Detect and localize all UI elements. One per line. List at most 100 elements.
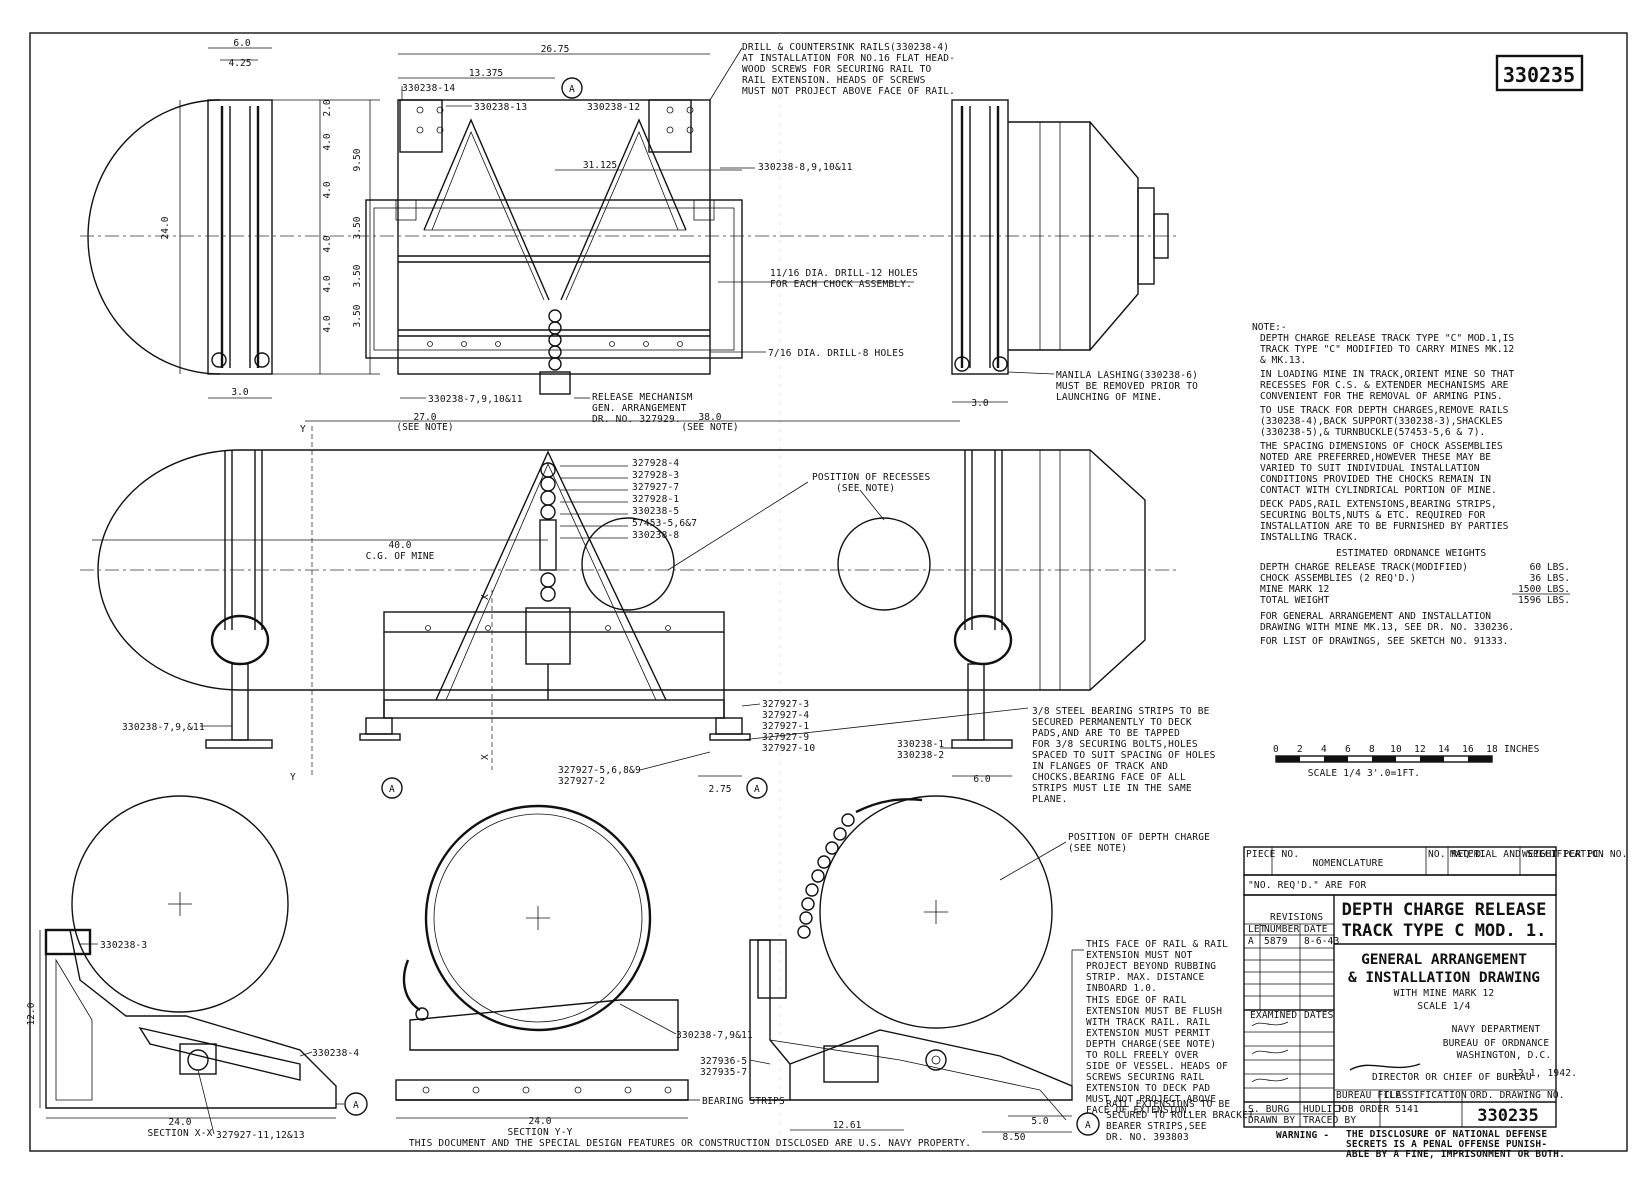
drill-note-line-1: DRILL & COUNTERSINK RAILS(330238-4): [742, 42, 949, 53]
edge-note-2: EXTENSION MUST BE FLUSH: [1086, 1006, 1222, 1017]
dim-h-40c: 4.0: [322, 235, 333, 252]
note-4-line-3: VARIED TO SUIT INDIVIDUAL INSTALLATION: [1260, 463, 1480, 474]
dim-width-31125: 31.125: [583, 160, 617, 171]
part-330238-8: 330238-8: [632, 530, 679, 541]
dim-6-side: 6.0: [973, 774, 990, 785]
note-2-line-1: IN LOADING MINE IN TRACK,ORIENT MINE SO …: [1260, 369, 1514, 380]
drawn-by-label: DRAWN BY: [1248, 1115, 1295, 1126]
dim-width-6: 6.0: [233, 38, 250, 49]
no-reqd-for: "NO. REQ'D." ARE FOR: [1248, 880, 1366, 891]
rail-extension-note: . RAIL EXTENSIONS TO BE SECURED TO ROLLE…: [1106, 1099, 1254, 1143]
chain-part-labels: 327928-4 327928-3 327927-7 327928-1 3302…: [560, 458, 697, 541]
weight-item-1: DEPTH CHARGE RELEASE TRACK(MODIFIED): [1260, 562, 1468, 573]
drawing-number: 330235: [1503, 63, 1575, 87]
edge-note-1: THIS EDGE OF RAIL: [1086, 995, 1187, 1006]
scale-unit: INCHES: [1504, 744, 1540, 755]
property-footer: THIS DOCUMENT AND THE SPECIAL DESIGN FEA…: [409, 1138, 971, 1149]
part-327928-3: 327928-3: [632, 470, 679, 481]
hdr-nomenclature: NOMENCLATURE: [1312, 858, 1383, 869]
rev-number: 5879: [1264, 936, 1288, 947]
section-y-top: Y: [300, 424, 306, 435]
part-327928-4: 327928-4: [632, 458, 679, 469]
revisions-label: REVISIONS: [1270, 912, 1323, 923]
scale-tick-12: 12: [1414, 744, 1426, 755]
rail-edge-note: THIS EDGE OF RAIL EXTENSION MUST BE FLUS…: [1086, 995, 1228, 1116]
right-chock-top: [951, 99, 1169, 375]
section-y-bottom: Y: [290, 772, 296, 783]
end-dim-850: 8.50: [1003, 1132, 1026, 1143]
callout-a-section-x-letter: A: [353, 1100, 359, 1111]
note-3-line-3: (330238-5),& TURNBUCKLE(57453-5,6 & 7).: [1260, 427, 1485, 438]
mine-nose-top: [87, 99, 221, 375]
strip-note-2: SECURED PERMANENTLY TO DECK: [1032, 717, 1192, 728]
end-part-327936-5: 327936-5: [700, 1056, 747, 1067]
scale-tick-4: 4: [1321, 744, 1327, 755]
sheet-border: [29, 32, 1628, 1152]
callout-a-side-1-letter: A: [389, 784, 395, 795]
recesses-note-line-1: POSITION OF RECESSES: [812, 472, 930, 483]
bearing-strips-label: BEARING STRIPS: [702, 1096, 785, 1107]
weights-title: ESTIMATED ORDNANCE WEIGHTS: [1336, 548, 1486, 559]
dim-h-350b: 3.50: [352, 264, 363, 287]
depth-charge-position-1: POSITION OF DEPTH CHARGE: [1068, 832, 1210, 843]
dates-label: DATES: [1304, 1010, 1334, 1021]
scale-tick-10: 10: [1390, 744, 1402, 755]
face-note-4: STRIP. MAX. DISTANCE: [1086, 972, 1204, 983]
dim-h-20: 2.0: [322, 99, 333, 116]
callout-a-side-1: [381, 777, 403, 799]
scale-bar: 0 2 4 6 8 10 12 14 16 18 INCHES SCALE 1/…: [1273, 744, 1540, 779]
hdr-no-reqd: NO. REQ'D.: [1428, 849, 1487, 860]
note-3-line-1: TO USE TRACK FOR DEPTH CHARGES,REMOVE RA…: [1260, 405, 1509, 416]
part-327927-9: 327927-9: [762, 732, 809, 743]
part-330238-7-9-11-side: 330238-7,9,&11: [122, 722, 205, 733]
manila-note-line-2: MUST BE REMOVED PRIOR TO: [1056, 381, 1198, 392]
traced-by-label: TRACED BY: [1303, 1115, 1356, 1126]
note-5-line-4: INSTALLING TRACK.: [1260, 532, 1358, 543]
warning-line-2: SECRETS IS A PENAL OFFENSE PUNISH-: [1346, 1139, 1547, 1150]
part-327927-10: 327927-10: [762, 743, 815, 754]
callout-a-side-2-letter: A: [754, 784, 760, 795]
strip-note-5: SPACED TO SUIT SPACING OF HOLES: [1032, 750, 1216, 761]
dim-width-13375: 13.375: [469, 68, 503, 79]
part-330238-5: 330238-5: [632, 506, 679, 517]
dim-h-40e: 4.0: [322, 315, 333, 332]
note-4-line-5: CONTACT WITH CYLINDRICAL PORTION OF MINE…: [1260, 485, 1497, 496]
manila-note-line-1: MANILA LASHING(330238-6): [1056, 370, 1198, 381]
ord-drawing-no: ORD. DRAWING NO.: [1470, 1090, 1565, 1101]
note-6-line-2: DRAWING WITH MINE MK.13, SEE DR. NO. 330…: [1260, 622, 1514, 633]
title-scale: SCALE 1/4: [1417, 1001, 1470, 1012]
hdr-weight: WEIGHT PER PC.: [1522, 849, 1605, 860]
part-327927-3: 327927-3: [762, 699, 809, 710]
callout-a-end-letter: A: [1085, 1120, 1091, 1131]
holes8-note: 7/16 DIA. DRILL-8 HOLES: [768, 348, 904, 359]
dim-275: 2.75: [709, 784, 732, 795]
face-note-5: INBOARD 1.0.: [1086, 983, 1157, 994]
callout-a-section-x: [344, 1092, 368, 1116]
dim-38-note: (SEE NOTE): [681, 422, 738, 433]
rev-letter: A: [1248, 936, 1254, 947]
strip-note-6: IN FLANGES OF TRACK AND: [1032, 761, 1168, 772]
label-330238-7-9-10-11: 330238-7,9,10&11: [428, 394, 523, 405]
section-x-dim-24: 24.0: [169, 1117, 192, 1128]
washington: WASHINGTON, D.C.: [1457, 1050, 1552, 1061]
face-note-2: EXTENSION MUST NOT: [1086, 950, 1193, 961]
section-x-x: 12.0 24.0 SECTION X-X 330238-3 330238-4 …: [26, 795, 368, 1141]
title-line-1: DEPTH CHARGE RELEASE: [1342, 900, 1547, 920]
dim-width-425: 4.25: [229, 58, 252, 69]
edge-note-11: FACE OF EXTENSION.: [1086, 1105, 1193, 1116]
end-part-327935-7: 327935-7: [700, 1067, 747, 1078]
note-4-line-4: CONDITIONS PROVIDED THE CHOCKS REMAIN IN: [1260, 474, 1491, 485]
bureau-file: BUREAU FILE: [1336, 1090, 1401, 1101]
ext-note-3: BEARER STRIPS,SEE: [1106, 1121, 1207, 1132]
ext-note-4: DR. NO. 393803: [1106, 1132, 1189, 1143]
release-mechanism-line-3: DR. NO. 327929.: [592, 414, 681, 425]
subtitle-line-2: & INSTALLATION DRAWING: [1348, 970, 1540, 986]
dim-h-40a: 4.0: [322, 133, 333, 150]
bureau-of-ordnance: BUREAU OF ORDNANCE: [1443, 1038, 1550, 1049]
depth-charge-position-2: (SEE NOTE): [1068, 843, 1127, 854]
strip-note-8: STRIPS MUST LIE IN THE SAME: [1032, 783, 1192, 794]
strip-note-9: PLANE.: [1032, 794, 1068, 805]
side-view: 40.0 C.G. OF MINE Y Y X X 2.75 6.0 A A 3…: [80, 424, 1216, 805]
strip-note-3: PADS,AND ARE TO BE TAPPED: [1032, 728, 1180, 739]
